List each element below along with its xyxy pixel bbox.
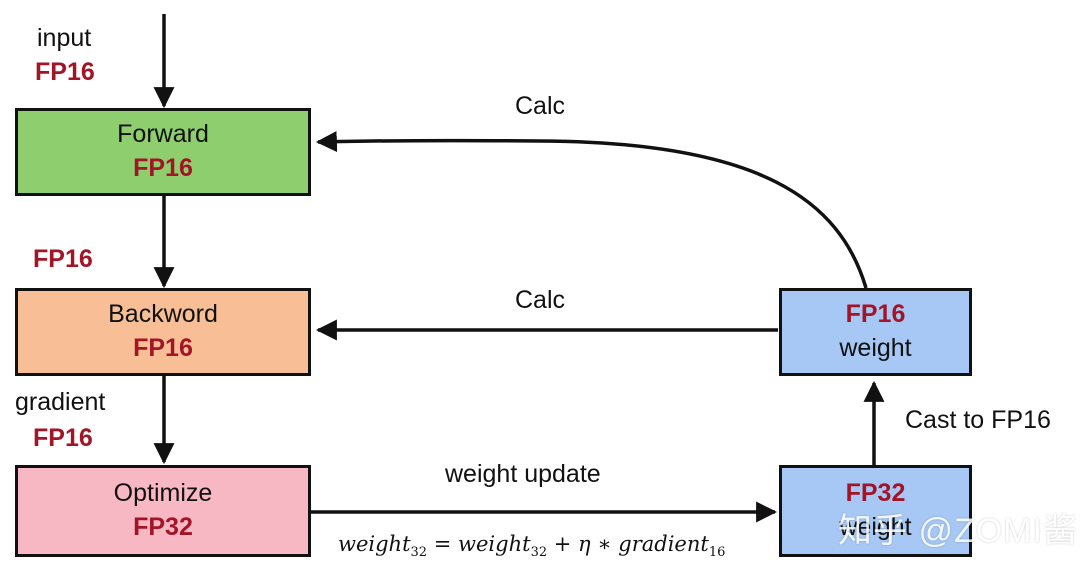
fp32-weight-box: FP32 weight bbox=[779, 465, 972, 557]
calc-forward-curve-arrow bbox=[315, 131, 868, 289]
formula-weight-2: weight bbox=[458, 532, 531, 556]
optimize-title: Optimize bbox=[113, 479, 213, 508]
input-precision-label: FP16 bbox=[35, 58, 95, 86]
gradient-label: gradient bbox=[15, 388, 106, 416]
fp16-weight-precision: FP16 bbox=[845, 300, 906, 329]
formula-operator: + η ∗ bbox=[547, 532, 619, 556]
optimize-precision: FP32 bbox=[133, 513, 193, 541]
forward-output-precision-label: FP16 bbox=[33, 245, 93, 273]
formula-equals: = bbox=[427, 532, 459, 556]
fp32-weight-precision: FP32 bbox=[845, 479, 906, 508]
backword-box: Backword FP16 bbox=[15, 288, 311, 376]
formula-sub-1: 32 bbox=[410, 545, 428, 561]
input-label: input bbox=[37, 24, 92, 52]
formula-sub-2: 32 bbox=[530, 545, 548, 561]
formula-sub-3: 16 bbox=[708, 545, 726, 561]
fp32-weight-title: weight bbox=[839, 513, 912, 541]
forward-title: Forward bbox=[117, 120, 209, 149]
fp16-weight-box: FP16 weight bbox=[779, 288, 972, 376]
watermark: 知乎 @ZOMI酱 bbox=[838, 512, 1078, 550]
formula-gradient: gradient bbox=[618, 532, 709, 556]
forward-precision: FP16 bbox=[133, 154, 193, 182]
calc-top-label: Calc bbox=[515, 92, 566, 120]
calc-mid-label: Calc bbox=[515, 286, 566, 314]
forward-box: Forward FP16 bbox=[15, 108, 311, 196]
cast-label: Cast to FP16 bbox=[905, 406, 1051, 434]
optimize-box: Optimize FP32 bbox=[15, 465, 311, 557]
backword-title: Backword bbox=[108, 300, 218, 329]
backword-precision: FP16 bbox=[133, 334, 193, 362]
update-formula: weight32 = weight32 + η ∗ gradient16 bbox=[338, 532, 725, 560]
formula-weight-1: weight bbox=[338, 532, 411, 556]
gradient-precision-label: FP16 bbox=[33, 424, 93, 452]
weight-update-label: weight update bbox=[445, 460, 601, 488]
fp16-weight-title: weight bbox=[839, 334, 912, 362]
